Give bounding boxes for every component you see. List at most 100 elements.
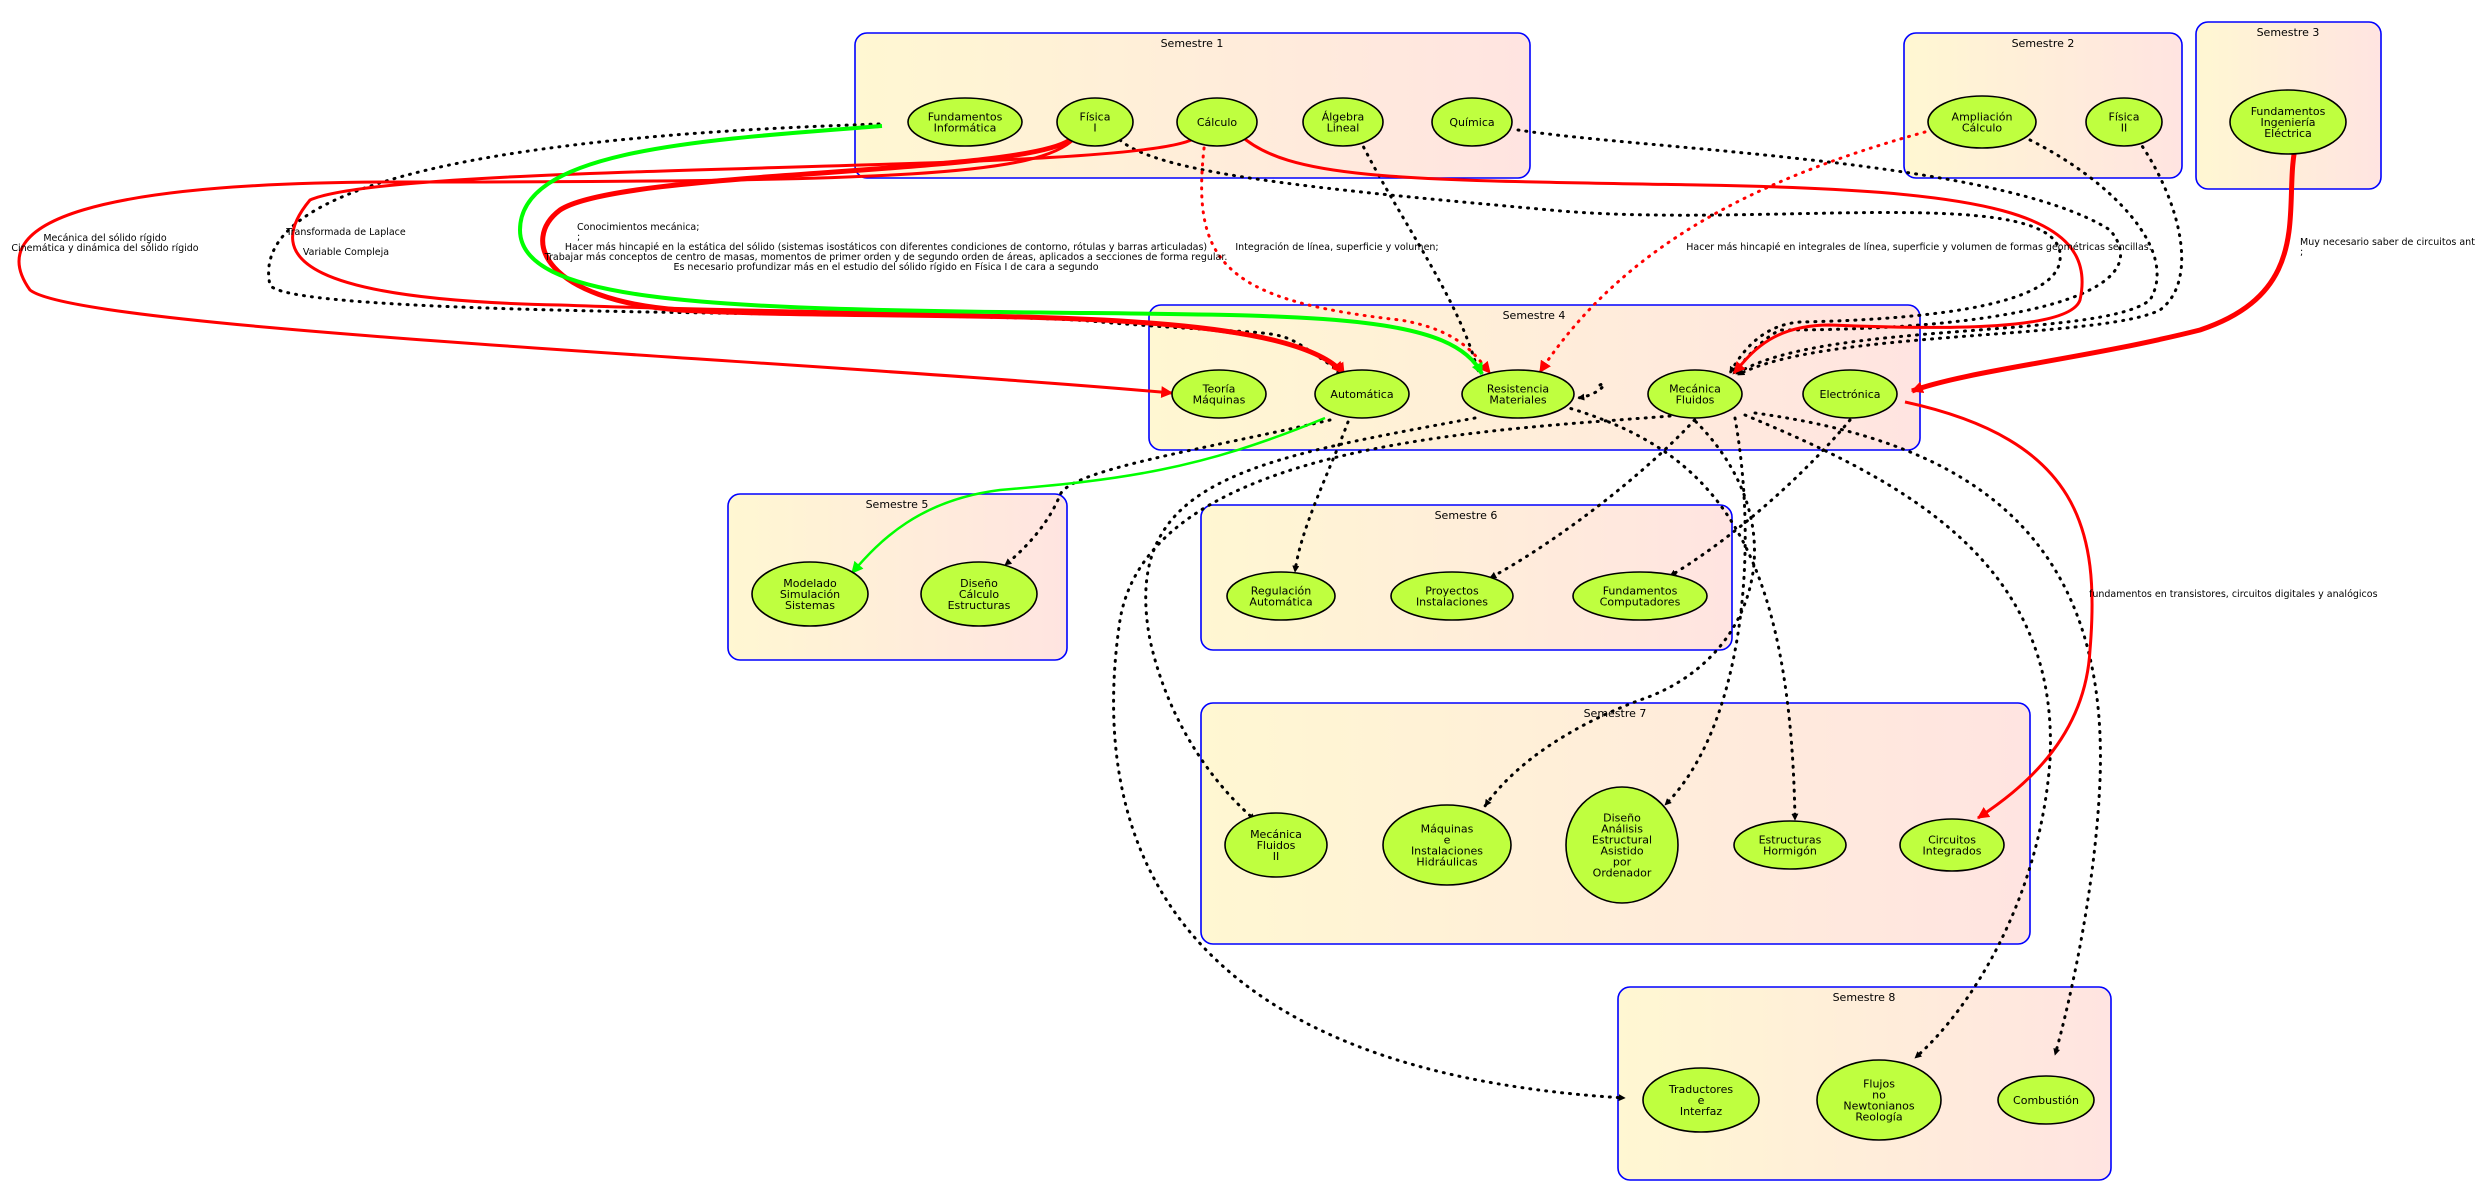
node-label: Informática xyxy=(934,122,997,135)
node-label: Estructuras xyxy=(1759,834,1822,847)
node-ellipse xyxy=(2085,97,2163,147)
node-label: Instalaciones xyxy=(1416,596,1488,609)
node-label: no xyxy=(1872,1089,1886,1102)
cluster-title: Semestre 8 xyxy=(1833,991,1896,1004)
node-label: Computadores xyxy=(1600,596,1681,609)
node-ellipse xyxy=(2229,89,2347,155)
edge-mecfluidos-resistencia xyxy=(1576,382,1606,401)
edges xyxy=(17,122,2300,1102)
node-label: Máquinas xyxy=(1193,394,1246,407)
node-label: Combustión xyxy=(2013,1094,2079,1107)
node-label: e xyxy=(1698,1094,1705,1107)
node-label: Instalaciones xyxy=(1411,845,1483,858)
node-label: Física xyxy=(1080,111,1111,124)
node-quimica: Química xyxy=(1431,97,1513,147)
node-ellipse xyxy=(1171,369,1267,419)
edge-mecfluidos-maquinas xyxy=(1483,414,1756,808)
cluster-title: Semestre 3 xyxy=(2257,26,2320,39)
edge-fundinf-resistencia xyxy=(517,124,1484,376)
node-label: Simulación xyxy=(780,588,840,601)
node-label: Hidráulicas xyxy=(1416,856,1477,869)
node-ellipse xyxy=(1226,571,1336,621)
node-label: Fundamentos xyxy=(928,111,1003,124)
node-ellipse xyxy=(1733,820,1847,870)
node-ellipse xyxy=(1224,812,1328,878)
node-label: II xyxy=(1273,850,1280,863)
node-label: Reología xyxy=(1855,1111,1902,1124)
node-label: Máquinas xyxy=(1421,823,1474,836)
node-ellipse xyxy=(751,561,869,627)
node-electronica: Electrónica xyxy=(1802,369,1898,419)
node-ellipse xyxy=(907,97,1023,147)
cluster-title: Semestre 6 xyxy=(1435,509,1498,522)
node-ellipse xyxy=(1302,97,1384,147)
node-ellipse xyxy=(1997,1075,2095,1125)
node-ellipse xyxy=(1927,95,2037,149)
node-label: Lineal xyxy=(1327,122,1360,135)
edge-mecfluidos-flujos xyxy=(1743,413,2052,1060)
node-label: Álgebra xyxy=(1322,111,1365,124)
node-label: Fundamentos xyxy=(2251,105,2326,118)
node-ellipse xyxy=(1314,369,1410,419)
edge-label-lbl-mecanica-solido: Cinemática y dinámica del sólido rígido xyxy=(11,243,198,254)
edge-amplcalc-resistencia xyxy=(1538,130,1927,374)
edge-electronica-circuitos xyxy=(1904,400,2094,820)
edge-calculo-automatica xyxy=(291,136,1346,376)
node-label: Hormigón xyxy=(1763,845,1817,858)
edge-label-lbl-hincapie-solido: Trabajar más conceptos de centro de masa… xyxy=(544,252,1228,263)
node-ellipse xyxy=(1461,369,1575,419)
node-diseno-analisis: DiseñoAnálisisEstructuralAsistidoporOrde… xyxy=(1565,786,1679,904)
node-label: Materiales xyxy=(1489,394,1546,407)
node-label: Teoría xyxy=(1202,383,1236,396)
cluster-title: Semestre 2 xyxy=(2012,37,2075,50)
edge-label-lbl-laplace: Variable Compleja xyxy=(303,247,389,258)
node-label: Newtonianos xyxy=(1843,1100,1915,1113)
node-label: Cálculo xyxy=(959,588,1000,601)
cluster-title: Semestre 5 xyxy=(866,498,929,511)
node-ellipse xyxy=(1390,571,1514,621)
edge-label-lbl-conocimientos: Conocimientos mecánica; xyxy=(577,222,699,233)
node-label: Ingeniería xyxy=(2260,116,2315,129)
node-label: Cálculo xyxy=(1197,116,1238,129)
node-label: Estructural xyxy=(1592,834,1652,847)
node-label: Resistencia xyxy=(1487,383,1549,396)
node-ellipse xyxy=(1431,97,1513,147)
node-label: Eléctrica xyxy=(2264,127,2312,140)
node-label: Estructuras xyxy=(948,599,1011,612)
edge-label-lbl-integracion: Integración de línea, superficie y volum… xyxy=(1235,242,1438,253)
cluster-title: Semestre 4 xyxy=(1503,309,1566,322)
node-label: Ordenador xyxy=(1593,867,1652,880)
edge-fisica1-mecfluidos xyxy=(1118,138,2062,375)
node-ellipse xyxy=(1176,97,1258,147)
edge-fisica2-mecfluidos xyxy=(1736,138,2184,377)
cluster-title: Semestre 1 xyxy=(1161,37,1224,50)
node-label: Diseño xyxy=(1603,812,1641,825)
node-label: Asistido xyxy=(1600,845,1643,858)
edge-mecfluidos-traductores xyxy=(1112,414,1672,1102)
node-ellipse xyxy=(1642,1067,1760,1133)
node-label: e xyxy=(1444,834,1451,847)
edge-automatica-regulacion xyxy=(1292,420,1350,574)
edge-fundinf-automatica xyxy=(267,122,1345,375)
edge-mecfluidos-diseno-analisis xyxy=(1663,416,1747,807)
edge-label-lbl-circuitos-antes: Muy necesario saber de circuitos antes; xyxy=(2300,237,2475,248)
edge-label-lbl-mecanica-solido: Mecánica del sólido rígido xyxy=(43,233,166,244)
edge-automatica-modelado xyxy=(851,416,1326,574)
edge-label-lbl-conocimientos: ; xyxy=(577,232,580,243)
edge-algebra-resistencia xyxy=(1358,138,1480,374)
node-ellipse xyxy=(1382,804,1512,886)
edge-fundingel-electronica xyxy=(1910,139,2300,394)
